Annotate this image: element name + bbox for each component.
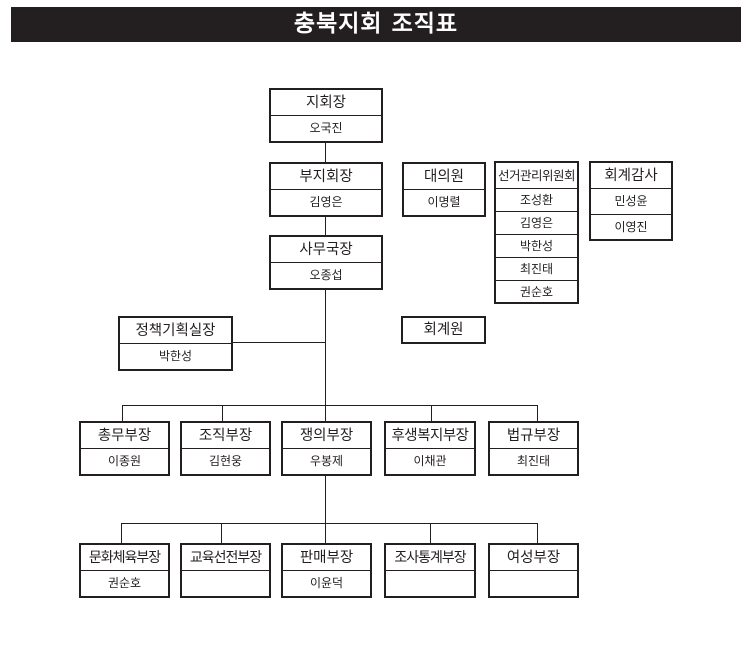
org-box-department: 총무부장 이종원 (79, 421, 170, 476)
position-title: 회계감사 (591, 163, 671, 189)
connector-line (122, 405, 538, 406)
member-name: 최진태 (496, 257, 577, 280)
member-name: 김영은 (309, 195, 343, 209)
member-name: 이명렬 (427, 195, 461, 209)
member-name (182, 571, 269, 596)
org-box-department: 여성부장 (488, 543, 579, 598)
member-name: 권순호 (496, 280, 577, 302)
connector-line (325, 474, 326, 543)
member-name (490, 571, 577, 596)
connector-line (232, 342, 326, 343)
org-box-vice-president: 부지회장 김영은 (269, 162, 383, 217)
position-title: 부지회장 (271, 164, 381, 190)
connector-line (325, 215, 326, 235)
position-title: 조사통계부장 (386, 545, 474, 571)
member-name: 김현웅 (208, 454, 243, 468)
org-box-department: 법규부장 최진태 (488, 421, 579, 476)
org-box-department: 쟁의부장 우봉제 (281, 421, 372, 476)
member-name: 조성환 (519, 193, 554, 207)
member-name: 박한성 (496, 234, 577, 257)
member-name: 이종원 (107, 454, 142, 468)
org-box-election-committee: 선거관리위원회 조성환 김영은 박한성 최진태 권순호 (494, 161, 579, 304)
member-name: 이윤덕 (309, 576, 344, 590)
connector-line (121, 523, 122, 543)
member-name: 박한성 (158, 349, 193, 363)
member-name: 이영진 (591, 214, 671, 239)
org-box-secretary-general: 사무국장 오종섭 (269, 235, 383, 290)
org-box-department: 후생복지부장 이채관 (384, 421, 476, 476)
member-name: 최진태 (516, 454, 551, 468)
member-name: 민성윤 (614, 194, 648, 208)
member-name: 오국진 (309, 121, 343, 135)
connector-line (325, 142, 326, 162)
page-title: 충북지회 조직표 (11, 7, 741, 42)
connector-line (121, 523, 538, 524)
org-box-delegate: 대의원 이명렬 (402, 162, 486, 217)
member-name: 오종섭 (309, 268, 343, 282)
connector-line (221, 523, 222, 543)
position-title: 조직부장 (182, 423, 269, 449)
position-title: 법규부장 (490, 423, 577, 449)
connector-line (122, 405, 123, 421)
member-name: 김영은 (496, 211, 577, 234)
org-box-branch-president: 지회장 오국진 (269, 88, 383, 143)
connector-line (537, 523, 538, 543)
member-name: 이채관 (413, 454, 447, 468)
org-box-accountant: 회계원 (401, 316, 486, 344)
org-box-department: 문화체육부장 권순호 (79, 543, 170, 598)
member-name (386, 571, 474, 596)
position-title: 회계원 (423, 322, 464, 338)
org-box-department: 교육선전부장 (180, 543, 271, 598)
position-title: 후생복지부장 (386, 423, 474, 449)
connector-line (222, 405, 223, 421)
position-title: 여성부장 (490, 545, 577, 571)
org-box-department: 조직부장 김현웅 (180, 421, 271, 476)
position-title: 정책기획실장 (120, 318, 231, 344)
member-name: 권순호 (107, 576, 142, 590)
connector-line (537, 405, 538, 421)
org-box-policy-office: 정책기획실장 박한성 (118, 316, 233, 371)
position-title: 대의원 (404, 164, 484, 190)
position-title: 교육선전부장 (182, 545, 269, 571)
org-box-department: 판매부장 이윤덕 (281, 543, 372, 598)
position-title: 선거관리위원회 (496, 163, 577, 189)
position-title: 총무부장 (81, 423, 168, 449)
org-box-department: 조사통계부장 (384, 543, 476, 598)
org-box-audit: 회계감사 민성윤 이영진 (589, 161, 673, 241)
connector-line (325, 289, 326, 421)
connector-line (430, 523, 431, 543)
position-title: 판매부장 (283, 545, 370, 571)
position-title: 쟁의부장 (283, 423, 370, 449)
position-title: 지회장 (271, 90, 381, 116)
member-name: 우봉제 (309, 454, 344, 468)
position-title: 사무국장 (271, 237, 381, 263)
connector-line (431, 405, 432, 421)
position-title: 문화체육부장 (81, 545, 168, 571)
